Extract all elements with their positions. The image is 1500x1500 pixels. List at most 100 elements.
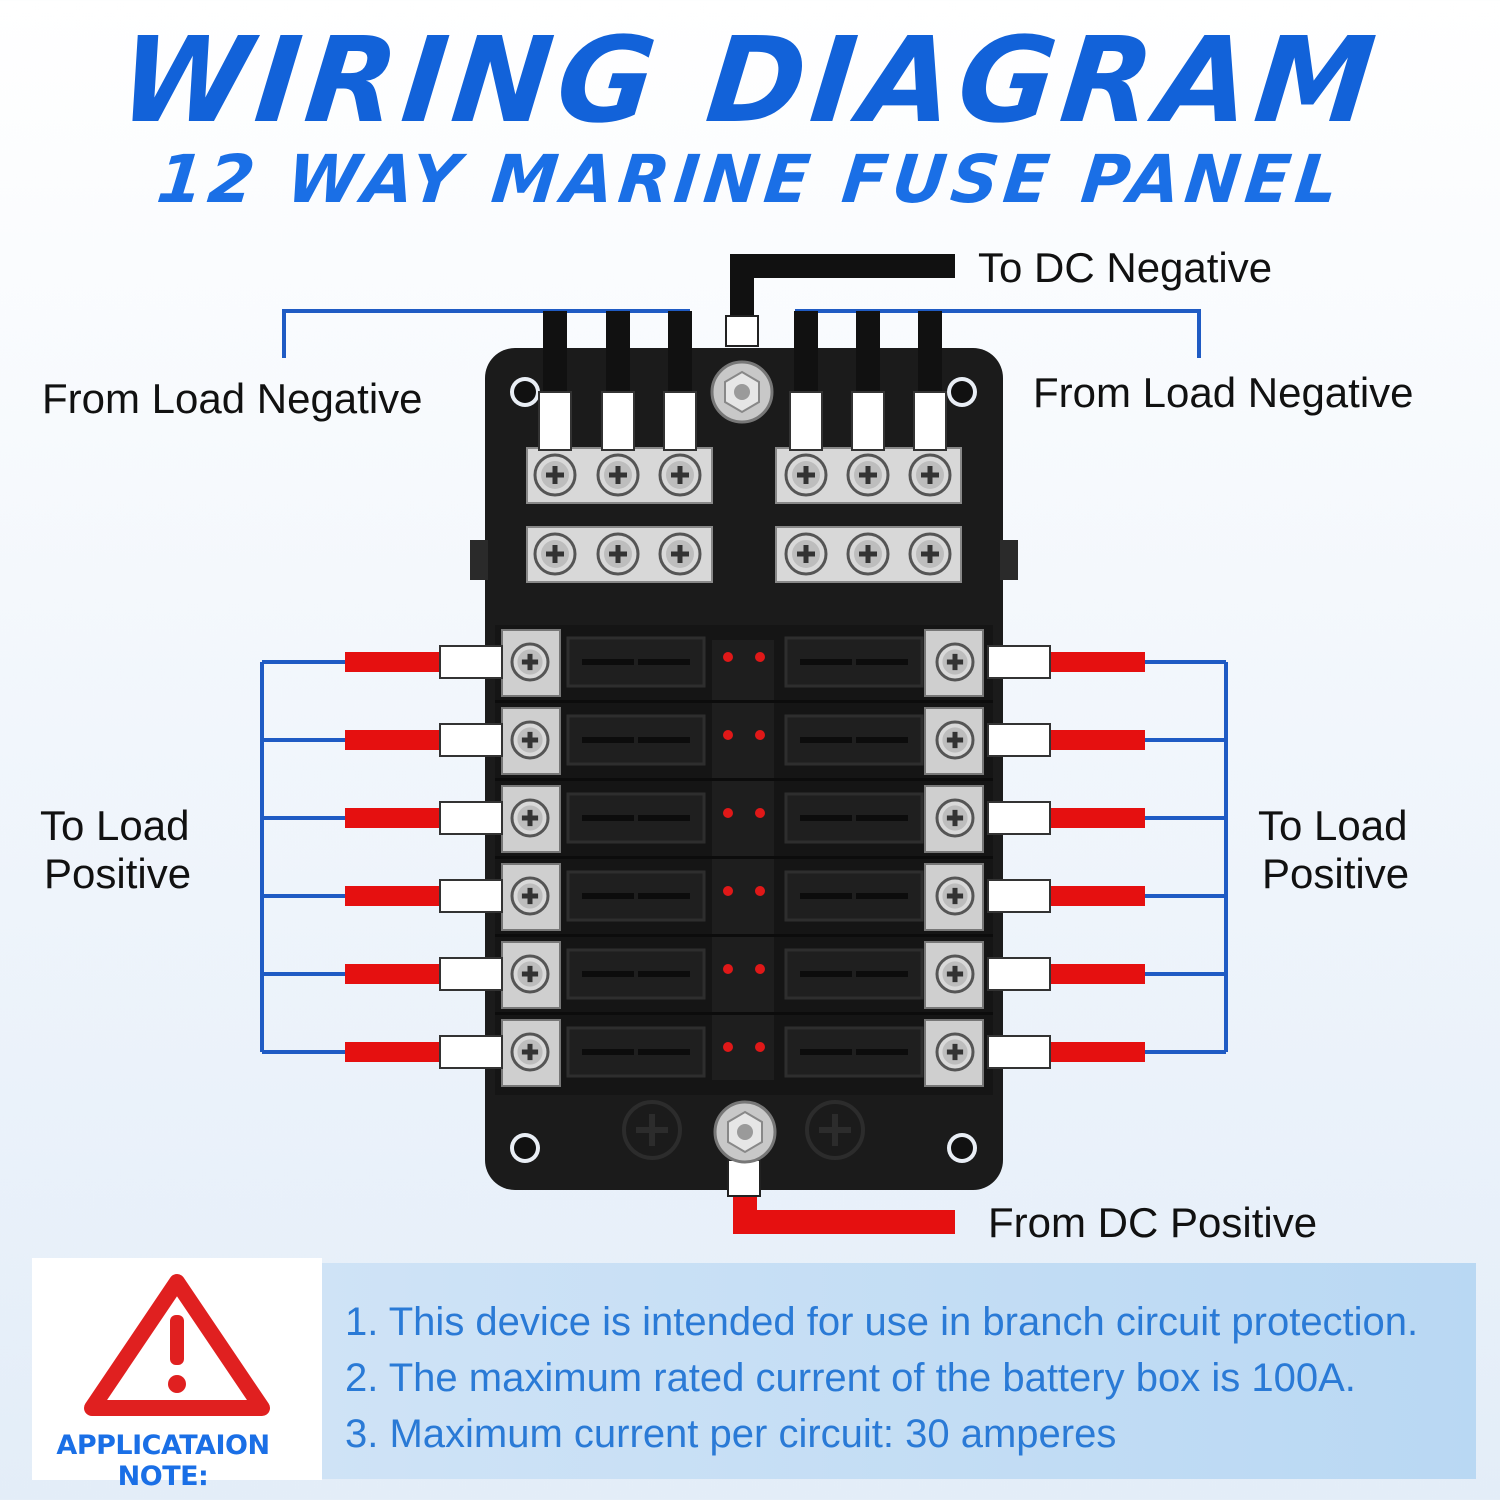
fuse-slot-contact — [800, 1049, 852, 1055]
wire-lug — [987, 1035, 1051, 1069]
application-note-box — [322, 1263, 1476, 1479]
to-load-positive-left-label-line1: To Load — [40, 802, 190, 849]
positive-wire — [345, 730, 440, 750]
negative-stud — [710, 360, 774, 424]
positive-wire — [1050, 730, 1145, 750]
wire-lug — [789, 391, 823, 451]
screw-icon — [935, 876, 975, 916]
led-indicator — [723, 730, 733, 740]
row-divider — [495, 1012, 993, 1015]
screw-icon — [846, 453, 890, 497]
from-load-negative-left-label: From Load Negative — [42, 375, 423, 422]
positive-brackets — [260, 660, 1228, 1054]
screw-icon — [658, 532, 702, 576]
positive-wires — [345, 645, 1145, 1069]
fuse-slot-contact — [856, 815, 908, 821]
positive-wire — [1050, 964, 1145, 984]
fuse-slot-contact — [800, 971, 852, 977]
screw-icon — [596, 453, 640, 497]
wire-lug — [851, 391, 885, 451]
positive-wire — [345, 652, 440, 672]
fuse-slot-contact — [582, 1049, 634, 1055]
fuse-slot-contact — [800, 737, 852, 743]
positive-stud — [713, 1100, 777, 1164]
positive-wire — [1050, 652, 1145, 672]
screw-icon — [510, 798, 550, 838]
negative-load-wire — [543, 311, 567, 401]
wire-lug — [538, 391, 572, 451]
screw-icon — [510, 954, 550, 994]
screw-icon — [658, 453, 702, 497]
led-indicator — [723, 652, 733, 662]
fuse-slot-contact — [638, 971, 690, 977]
negative-load-wire — [794, 311, 818, 401]
to-load-positive-right-label-line1: To Load — [1258, 802, 1408, 849]
negative-load-wire — [856, 311, 880, 401]
to-dc-negative-label: To DC Negative — [978, 244, 1273, 291]
fuse-slot-contact — [582, 971, 634, 977]
screw-icon — [846, 532, 890, 576]
screw-icon — [935, 1032, 975, 1072]
fuse-slot-contact — [638, 659, 690, 665]
from-dc-positive-label: From DC Positive — [988, 1199, 1318, 1246]
row-divider — [495, 856, 993, 859]
screw-icon — [935, 954, 975, 994]
screw-icon — [935, 642, 975, 682]
led-indicator — [755, 808, 765, 818]
wire-lug — [663, 391, 697, 451]
application-note-label: APPLICATAION NOTE: — [56, 1430, 270, 1492]
dc-negative-wire — [725, 254, 955, 347]
fuse-rows — [495, 629, 993, 1087]
screw-icon — [935, 798, 975, 838]
negative-load-wire — [668, 311, 692, 401]
wire-lug — [439, 957, 503, 991]
positive-wire — [1050, 1042, 1145, 1062]
wire-lug — [987, 645, 1051, 679]
wire-lug — [987, 957, 1051, 991]
to-load-positive-right-label-line2: Positive — [1262, 850, 1410, 897]
positive-wire — [345, 1042, 440, 1062]
row-divider — [495, 778, 993, 781]
wire-lug — [987, 801, 1051, 835]
positive-wire — [1050, 886, 1145, 906]
positive-wire — [345, 808, 440, 828]
fuse-slot-contact — [800, 659, 852, 665]
wire-lug — [439, 723, 503, 757]
positive-wire — [345, 886, 440, 906]
led-indicator — [755, 730, 765, 740]
screw-icon — [533, 532, 577, 576]
screw-icon — [784, 453, 828, 497]
screw-icon — [908, 453, 952, 497]
led-indicator — [723, 1042, 733, 1052]
led-indicator — [755, 1042, 765, 1052]
wire-lug — [439, 879, 503, 913]
screw-icon — [908, 532, 952, 576]
fuse-slot-contact — [582, 659, 634, 665]
note-line-2: 2. The maximum rated current of the batt… — [345, 1356, 1356, 1400]
led-indicator — [755, 886, 765, 896]
fuse-slot-contact — [638, 893, 690, 899]
fuse-slot-contact — [582, 737, 634, 743]
wire-lug — [987, 879, 1051, 913]
led-strip — [712, 640, 774, 1080]
fuse-slot-contact — [856, 737, 908, 743]
led-indicator — [723, 886, 733, 896]
wire-lug — [913, 391, 947, 451]
positive-wire — [1050, 808, 1145, 828]
screw-icon — [510, 1032, 550, 1072]
led-indicator — [723, 964, 733, 974]
fuse-slot-contact — [638, 737, 690, 743]
fuse-slot-contact — [638, 1049, 690, 1055]
fuse-slot-contact — [856, 893, 908, 899]
fuse-slot-contact — [582, 893, 634, 899]
to-load-positive-left-label-line2: Positive — [44, 850, 192, 897]
led-indicator — [755, 964, 765, 974]
positive-wire — [345, 964, 440, 984]
led-indicator — [755, 652, 765, 662]
screw-icon — [784, 532, 828, 576]
row-divider — [495, 934, 993, 937]
fuse-slot-contact — [856, 1049, 908, 1055]
screw-icon — [510, 720, 550, 760]
dc-positive-wire — [727, 1159, 955, 1234]
